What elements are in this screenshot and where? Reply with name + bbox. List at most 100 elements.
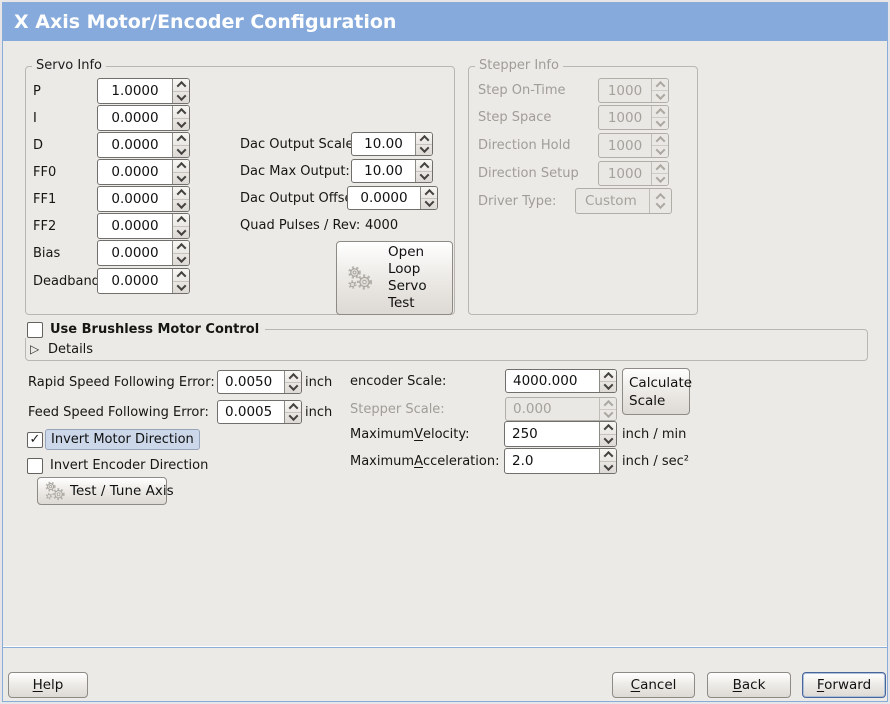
spin-up-icon[interactable] — [421, 187, 437, 199]
spin-down-icon[interactable] — [421, 197, 437, 210]
bias-value[interactable]: 0.0000 — [111, 245, 159, 261]
dac-max-output-value[interactable]: 10.00 — [364, 163, 403, 179]
d-value[interactable]: 0.0000 — [111, 137, 159, 153]
spin-up-icon[interactable] — [600, 449, 616, 462]
direction-setup-spinbox: 1000 — [598, 161, 669, 186]
spinner-buttons[interactable] — [415, 160, 432, 182]
ff0-value[interactable]: 0.0000 — [111, 164, 159, 180]
encoder-scale-spinbox[interactable]: 4000.000 — [505, 369, 617, 393]
spin-down-icon[interactable] — [173, 90, 189, 104]
max-acceleration-spinbox[interactable]: 2.0 — [504, 448, 617, 474]
spinner-buttons[interactable] — [172, 160, 189, 184]
spin-down-icon[interactable] — [600, 460, 616, 474]
dac-output-scale-spinbox[interactable]: 10.00 — [351, 132, 433, 156]
spinner-buttons[interactable] — [172, 187, 189, 211]
spinner-buttons[interactable] — [284, 371, 301, 393]
i-spinbox[interactable]: 0.0000 — [97, 105, 190, 131]
use-brushless-label[interactable]: Use Brushless Motor Control — [47, 321, 263, 338]
spin-up-icon[interactable] — [173, 241, 189, 254]
spin-up-icon[interactable] — [173, 269, 189, 282]
dac-output-scale-value[interactable]: 10.00 — [364, 136, 403, 152]
spin-down-icon[interactable] — [173, 144, 189, 158]
bias-spinbox[interactable]: 0.0000 — [97, 240, 190, 266]
invert-motor-direction-label[interactable]: Invert Motor Direction — [45, 429, 200, 450]
direction-setup-label: Direction Setup — [478, 166, 579, 181]
spin-up-icon[interactable] — [173, 187, 189, 200]
back-button[interactable]: Back — [707, 672, 791, 698]
spinner-buttons[interactable] — [599, 370, 616, 392]
max-velocity-value[interactable]: 250 — [512, 426, 538, 442]
spin-up-icon[interactable] — [173, 79, 189, 92]
spin-down-icon[interactable] — [600, 433, 616, 447]
spinner-buttons[interactable] — [420, 187, 437, 209]
spin-down-icon[interactable] — [173, 280, 189, 294]
spin-up-icon[interactable] — [173, 214, 189, 227]
spinner-buttons[interactable] — [172, 241, 189, 265]
spin-up-icon[interactable] — [285, 371, 301, 383]
spin-down-icon[interactable] — [173, 252, 189, 266]
spin-down-icon[interactable] — [173, 225, 189, 239]
i-value[interactable]: 0.0000 — [111, 110, 159, 126]
feed-following-error-spinbox[interactable]: 0.0005 — [217, 400, 302, 424]
invert-encoder-direction-checkbox[interactable] — [27, 458, 43, 474]
spin-down-icon[interactable] — [285, 411, 301, 424]
spinner-buttons[interactable] — [599, 449, 616, 473]
spin-up-icon[interactable] — [600, 422, 616, 435]
p-spinbox[interactable]: 1.0000 — [97, 78, 190, 104]
spinner-buttons[interactable] — [172, 269, 189, 293]
feed-following-error-value[interactable]: 0.0005 — [225, 404, 273, 420]
spin-up-icon[interactable] — [416, 133, 432, 145]
cancel-button[interactable]: Cancel — [612, 672, 695, 698]
spin-down-icon[interactable] — [416, 170, 432, 183]
spin-up-icon[interactable] — [600, 370, 616, 382]
spinner-buttons[interactable] — [172, 133, 189, 157]
spin-down-icon[interactable] — [416, 143, 432, 156]
deadband-value[interactable]: 0.0000 — [111, 273, 159, 289]
forward-button[interactable]: Forward — [802, 672, 886, 698]
open-loop-servo-test-button[interactable]: Open Loop Servo Test — [336, 241, 453, 315]
ff1-value[interactable]: 0.0000 — [111, 191, 159, 207]
details-label[interactable]: Details — [48, 341, 94, 357]
max-acceleration-value[interactable]: 2.0 — [512, 453, 534, 469]
spin-down-icon[interactable] — [285, 381, 301, 394]
spin-down-icon[interactable] — [173, 171, 189, 185]
spin-up-icon[interactable] — [416, 160, 432, 172]
test-tune-axis-button[interactable]: Test / Tune Axis — [37, 477, 174, 505]
invert-motor-direction-checkbox[interactable]: ✓ — [27, 432, 43, 448]
spin-down-icon — [652, 173, 668, 185]
spin-up-icon[interactable] — [173, 133, 189, 146]
spin-up-icon[interactable] — [173, 106, 189, 119]
spinner-buttons[interactable] — [415, 133, 432, 155]
spinner-buttons[interactable] — [599, 422, 616, 446]
spin-down-icon[interactable] — [173, 198, 189, 212]
help-button[interactable]: Help — [8, 672, 88, 698]
use-brushless-checkbox[interactable] — [27, 322, 43, 338]
deadband-spinbox[interactable]: 0.0000 — [97, 268, 190, 294]
rapid-following-error-spinbox[interactable]: 0.0050 — [217, 370, 302, 394]
spin-up-icon[interactable] — [285, 401, 301, 413]
p-value[interactable]: 1.0000 — [111, 83, 159, 99]
ff1-spinbox[interactable]: 0.0000 — [97, 186, 190, 212]
spinner-buttons[interactable] — [172, 214, 189, 238]
spinner-buttons[interactable] — [284, 401, 301, 423]
ff2-spinbox[interactable]: 0.0000 — [97, 213, 190, 239]
max-velocity-spinbox[interactable]: 250 — [504, 421, 617, 447]
spin-up-icon[interactable] — [173, 160, 189, 173]
spin-down-icon[interactable] — [173, 117, 189, 131]
details-expander-arrow-icon[interactable]: ▷ — [30, 342, 40, 356]
ff0-spinbox[interactable]: 0.0000 — [97, 159, 190, 185]
rapid-following-error-value[interactable]: 0.0050 — [225, 374, 273, 390]
dac-output-offset-value[interactable]: 0.0000 — [360, 190, 408, 206]
d-spinbox[interactable]: 0.0000 — [97, 132, 190, 158]
spinner-buttons[interactable] — [172, 79, 189, 103]
dac-output-offset-spinbox[interactable]: 0.0000 — [347, 186, 438, 210]
calculate-scale-button[interactable]: Calculate Scale — [622, 368, 692, 415]
spin-down-icon[interactable] — [600, 380, 616, 393]
ff2-value[interactable]: 0.0000 — [111, 218, 159, 234]
spinner-buttons[interactable] — [172, 106, 189, 130]
invert-encoder-direction-label[interactable]: Invert Encoder Direction — [50, 458, 209, 473]
encoder-scale-value[interactable]: 4000.000 — [513, 373, 578, 389]
dac-max-output-spinbox[interactable]: 10.00 — [351, 159, 433, 183]
driver-type-label: Driver Type: — [478, 193, 557, 209]
